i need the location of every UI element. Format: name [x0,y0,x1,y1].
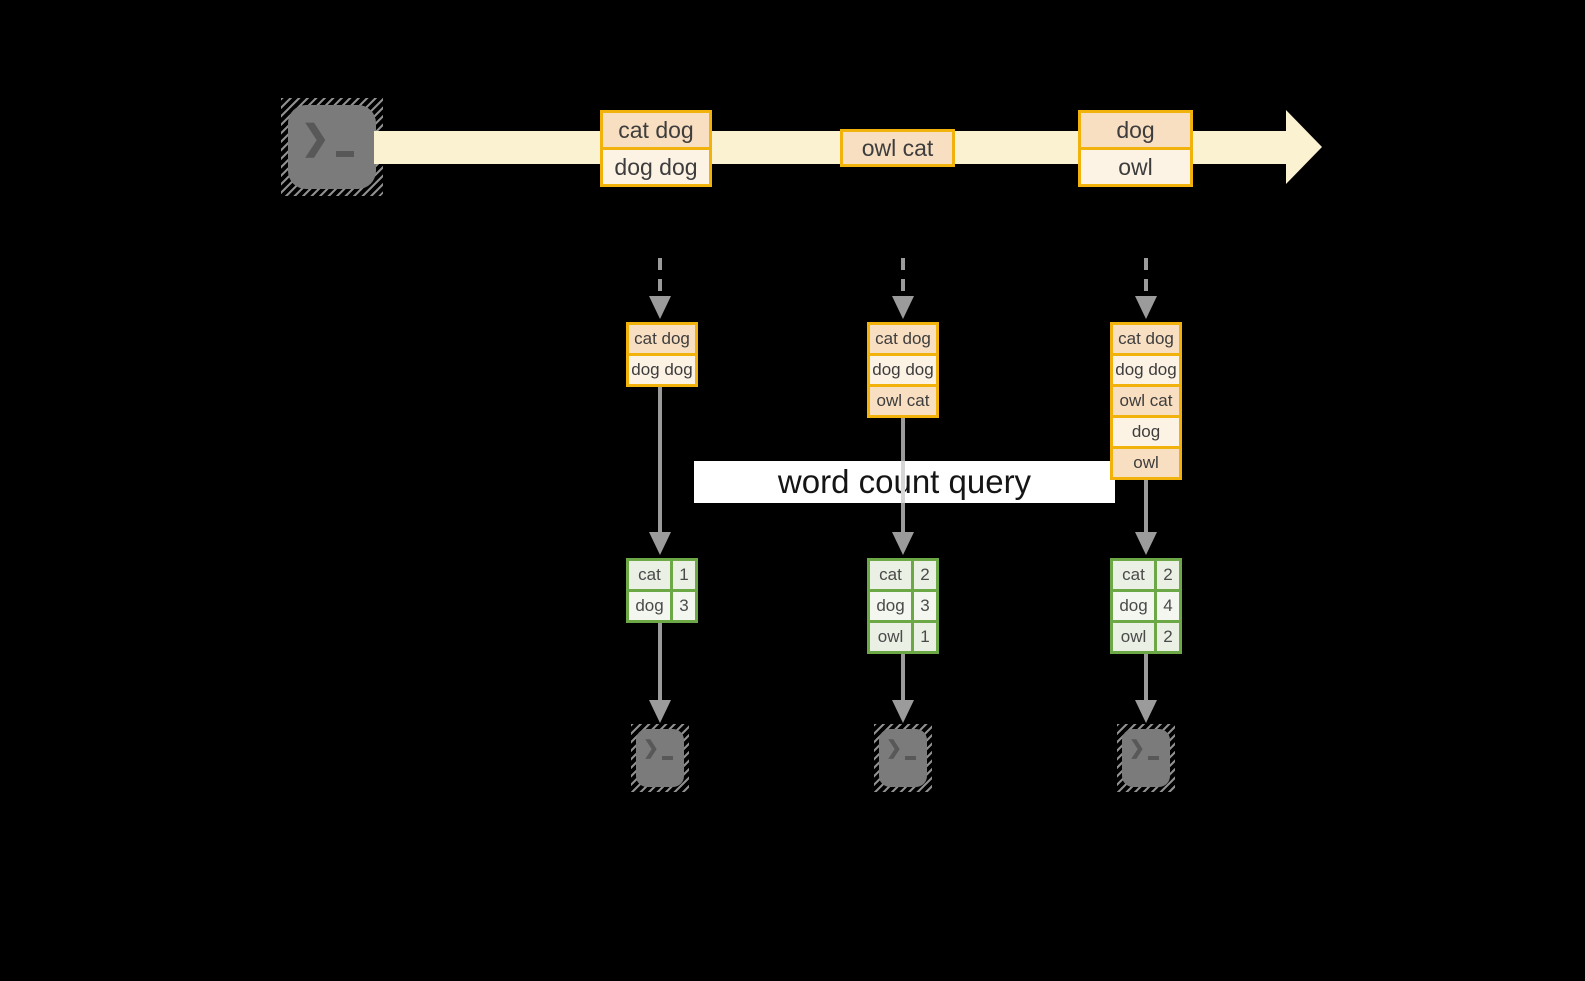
result-row: cat 2 [870,561,936,589]
flow-arrowhead-icon [1135,700,1157,723]
result-row: cat 2 [1113,561,1179,589]
result-row: cat 1 [629,561,695,589]
result-count: 3 [914,592,936,620]
stream-record: owl [1081,147,1190,184]
input-record: dog dog [1113,353,1179,384]
input-table-1: cat dog dog dog [626,322,698,387]
result-count: 1 [914,623,936,651]
result-word: cat [629,561,673,589]
input-record: owl cat [1113,384,1179,415]
result-count: 4 [1157,592,1179,620]
stream-batch-2: owl cat [840,129,955,167]
result-count: 3 [673,592,695,620]
flow-arrowhead-icon [649,532,671,555]
prompt-underscore-icon [1148,756,1159,760]
result-row: dog 4 [1113,589,1179,620]
flow-arrowhead-icon [892,532,914,555]
stream-timeline-arrowhead-icon [1286,110,1322,184]
prompt-chevron-icon: ❯ [643,738,659,759]
result-word: cat [870,561,914,589]
terminal-icon: ❯ [281,98,383,196]
prompt-underscore-icon [662,756,673,760]
terminal-icon: ❯ [631,724,689,792]
terminal-icon: ❯ [1117,724,1175,792]
prompt-chevron-icon: ❯ [301,119,330,157]
stream-batch-3: dog owl [1078,110,1193,187]
input-record: owl [1113,446,1179,477]
flow-line [901,654,905,700]
flow-arrowhead-icon [1135,532,1157,555]
stream-record: cat dog [603,113,709,147]
flow-line-over-label [901,461,905,503]
result-count: 2 [1157,623,1179,651]
result-count: 2 [914,561,936,589]
result-row: dog 3 [870,589,936,620]
result-table-1: cat 1 dog 3 [626,558,698,623]
trigger-arrowhead-icon [1135,296,1157,319]
terminal-icon: ❯ [874,724,932,792]
terminal-body: ❯ [636,729,684,787]
terminal-body: ❯ [288,105,376,189]
result-word: owl [870,623,914,651]
flow-line [901,418,905,461]
input-record: dog dog [629,353,695,384]
input-record: cat dog [629,325,695,353]
stream-record: dog dog [603,147,709,184]
input-record: cat dog [1113,325,1179,353]
result-count: 2 [1157,561,1179,589]
flow-line [1144,654,1148,700]
flow-line [901,503,905,532]
input-record: dog [1113,415,1179,446]
input-table-3: cat dog dog dog owl cat dog owl [1110,322,1182,480]
result-table-2: cat 2 dog 3 owl 1 [867,558,939,654]
input-table-2: cat dog dog dog owl cat [867,322,939,418]
terminal-body: ❯ [1122,729,1170,787]
input-record: cat dog [870,325,936,353]
result-row: owl 1 [870,620,936,651]
flow-line [1144,480,1148,532]
prompt-underscore-icon [336,151,354,157]
result-word: dog [1113,592,1157,620]
flow-arrowhead-icon [892,700,914,723]
result-word: cat [1113,561,1157,589]
flow-line [658,623,662,700]
stream-record: owl cat [843,132,952,164]
input-record: owl cat [870,384,936,415]
flow-line [658,387,662,532]
trigger-arrowhead-icon [892,296,914,319]
stream-record: dog [1081,113,1190,147]
input-record: dog dog [870,353,936,384]
prompt-underscore-icon [905,756,916,760]
trigger-dashed-line [901,258,905,296]
result-row: dog 3 [629,589,695,620]
flow-arrowhead-icon [649,700,671,723]
result-word: dog [629,592,673,620]
terminal-body: ❯ [879,729,927,787]
result-table-3: cat 2 dog 4 owl 2 [1110,558,1182,654]
result-row: owl 2 [1113,620,1179,651]
stream-batch-1: cat dog dog dog [600,110,712,187]
result-word: dog [870,592,914,620]
result-word: owl [1113,623,1157,651]
result-count: 1 [673,561,695,589]
trigger-dashed-line [658,258,662,296]
prompt-chevron-icon: ❯ [1129,738,1145,759]
trigger-dashed-line [1144,258,1148,296]
trigger-arrowhead-icon [649,296,671,319]
prompt-chevron-icon: ❯ [886,738,902,759]
